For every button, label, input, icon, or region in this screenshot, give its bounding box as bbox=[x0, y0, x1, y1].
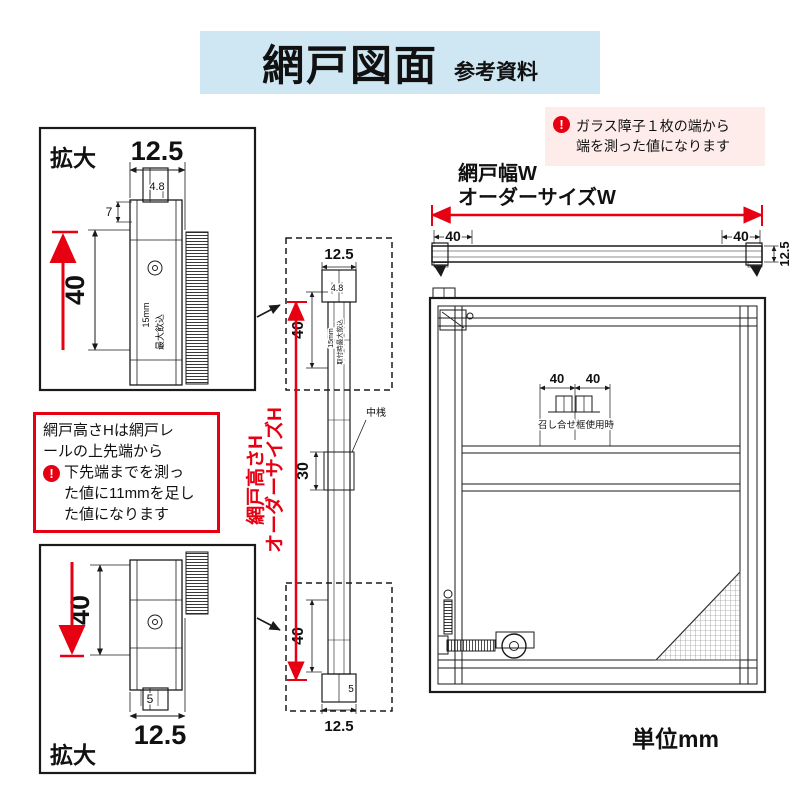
dim-4-8-center: 4.8 bbox=[331, 283, 344, 293]
dim-40-bar-left: 40 bbox=[445, 228, 461, 244]
glass-note-line1: ガラス障子１枚の端から bbox=[576, 118, 730, 134]
glass-panel-note-text: ガラス障子１枚の端から 端を測った値になります bbox=[576, 116, 730, 157]
page-title: 網戸図面 bbox=[261, 42, 438, 89]
glass-panel-note: ! ガラス障子１枚の端から 端を測った値になります bbox=[545, 107, 765, 166]
dim-7-topbox: 7 bbox=[106, 205, 113, 219]
center-section-drawing: 12.5 4.8 40 15mm 取付時最大飲込 中桟 30 4 bbox=[244, 237, 393, 737]
height-note: 網戸高さHは網戸レ ールの上先端から ! 下先端までを測っ た値に11mmを足し… bbox=[33, 412, 220, 533]
label-15mm-center: 15mm bbox=[328, 328, 335, 348]
detail-region-top bbox=[285, 237, 393, 391]
alert-icon: ! bbox=[553, 116, 570, 133]
height-note-part2: 下先端までを測っ た値に11mmを足し た値になります bbox=[64, 464, 195, 523]
dim-width-center-bottom: 12.5 bbox=[324, 718, 353, 735]
glass-note-line2: 端を測った値になります bbox=[576, 138, 730, 155]
height-dim-line1: 網戸高さH bbox=[244, 435, 267, 525]
detail-region-bottom bbox=[285, 582, 393, 712]
dim-40-center-top: 40 bbox=[290, 321, 307, 339]
label-15mm-topbox: 15mm bbox=[141, 302, 151, 327]
width-dim-line1: 網戸幅W bbox=[458, 163, 537, 185]
dim-40-callout-left: 40 bbox=[550, 371, 564, 386]
dim-5-center: 5 bbox=[348, 684, 354, 695]
height-dim-line2: オーダーサイズH bbox=[263, 407, 286, 553]
page-subtitle: 参考資料 bbox=[454, 60, 538, 84]
label-mid-rail: 中桟 bbox=[366, 406, 386, 419]
enlarged-label-top: 拡大 bbox=[50, 145, 96, 171]
detail-link-arrows bbox=[256, 304, 281, 631]
dim-40-bottombox: 40 bbox=[65, 595, 95, 625]
dim-40-center-bottom: 40 bbox=[290, 627, 307, 645]
label-install-max-engage: 取付時最大飲込 bbox=[335, 319, 344, 365]
dim-30-center: 30 bbox=[295, 462, 312, 480]
alert-icon: ! bbox=[43, 465, 60, 482]
width-section-drawing: 40 40 12.5 bbox=[430, 205, 794, 277]
dim-width-topbox: 12.5 bbox=[131, 136, 184, 166]
dim-width-bottombox: 12.5 bbox=[134, 720, 187, 750]
width-dimension-label: 網戸幅W オーダーサイズW bbox=[458, 162, 616, 210]
label-meeting-stile: 召し合せ框使用時 bbox=[538, 419, 615, 431]
dim-4-8-topbox: 4.8 bbox=[149, 181, 164, 193]
dim-40-callout-right: 40 bbox=[586, 371, 600, 386]
height-note-part1: 網戸高さHは網戸レ ールの上先端から bbox=[43, 422, 174, 460]
dim-5-bottombox: 5 bbox=[147, 692, 154, 706]
label-max-engage-topbox: 最大飲込 bbox=[154, 314, 165, 350]
page-title-banner: 網戸図面 参考資料 bbox=[200, 31, 600, 94]
bottom-left-detail-drawing: 40 5 12.5 bbox=[38, 543, 257, 775]
unit-label: 単位mm bbox=[632, 726, 719, 752]
width-dim-line2: オーダーサイズW bbox=[458, 187, 616, 209]
dim-40-bar-right: 40 bbox=[733, 228, 749, 244]
top-left-detail-drawing: 12.5 4.8 7 40 15mm 最大飲込 bbox=[38, 126, 257, 392]
dim-width-center-top: 12.5 bbox=[324, 246, 353, 263]
enlarged-label-bottom: 拡大 bbox=[50, 742, 96, 768]
front-view-drawing: 40 40 召し合せ框使用時 bbox=[428, 287, 767, 694]
dim-12-5-bar-right: 12.5 bbox=[777, 241, 792, 266]
